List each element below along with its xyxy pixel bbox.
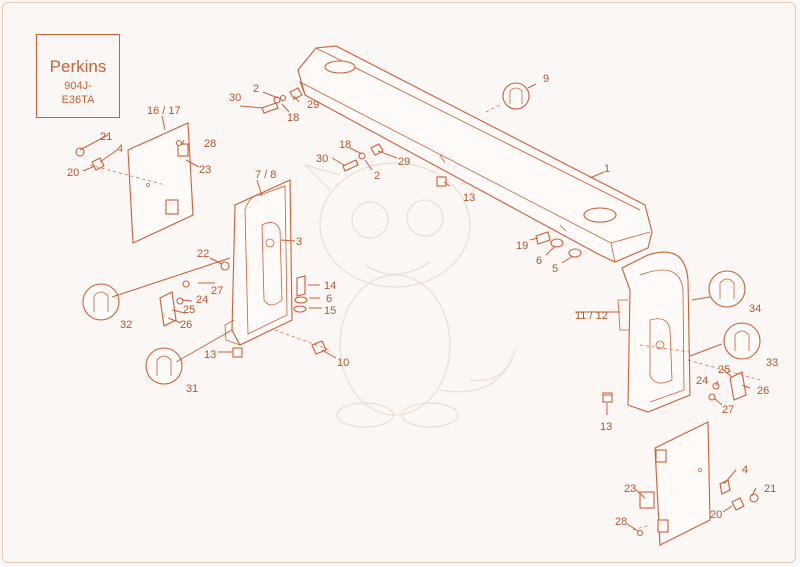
callout-10: 10 xyxy=(337,357,349,369)
engine-model: 904J- E36TA xyxy=(61,80,95,106)
callout-33: 33 xyxy=(766,357,778,369)
fasteners xyxy=(75,87,759,537)
callout-16-17: 16 / 17 xyxy=(147,105,181,117)
callout-26b: 26 xyxy=(757,385,769,397)
callout-23b: 23 xyxy=(624,483,636,495)
callout-23a: 23 xyxy=(199,164,211,176)
callout-30a: 30 xyxy=(229,92,241,104)
callout-29a: 29 xyxy=(307,99,319,111)
callout-18a: 18 xyxy=(287,112,299,124)
callout-20a: 20 xyxy=(67,167,79,179)
watermark-mascot xyxy=(302,159,516,428)
callout-2b: 2 xyxy=(374,170,380,182)
callout-30b: 30 xyxy=(316,153,328,165)
top-frame-part-1 xyxy=(297,45,653,263)
callout-6a: 6 xyxy=(536,255,542,267)
callout-11-12: 11 / 12 xyxy=(575,310,608,322)
seal-profiles xyxy=(82,82,761,385)
leader-lines xyxy=(79,83,761,532)
callout-34: 34 xyxy=(749,303,761,315)
callout-14: 14 xyxy=(324,280,336,292)
callout-26a: 26 xyxy=(180,319,192,331)
callout-5: 5 xyxy=(552,263,558,275)
callout-13a: 13 xyxy=(463,192,475,204)
callout-27b: 27 xyxy=(722,404,734,416)
callout-2a: 2 xyxy=(253,83,259,95)
callout-6b: 6 xyxy=(326,293,332,305)
callout-3: 3 xyxy=(296,236,302,248)
callout-25b: 25 xyxy=(718,364,730,376)
callout-27a: 27 xyxy=(211,285,223,297)
callout-1: 1 xyxy=(604,163,610,175)
callout-13c: 13 xyxy=(600,421,612,433)
callout-28a: 28 xyxy=(204,138,216,150)
right-door xyxy=(639,421,711,546)
callout-20b: 20 xyxy=(710,509,722,521)
callout-7-8: 7 / 8 xyxy=(255,169,276,181)
callout-29b: 29 xyxy=(398,156,410,168)
callout-9: 9 xyxy=(543,73,549,85)
callout-21b: 21 xyxy=(764,483,776,495)
callout-24a: 24 xyxy=(196,294,208,306)
callout-32: 32 xyxy=(120,319,132,331)
callout-15: 15 xyxy=(324,305,336,317)
callout-21a: 21 xyxy=(100,131,112,143)
callout-31: 31 xyxy=(186,383,198,395)
callout-4b: 4 xyxy=(742,464,748,476)
callout-22: 22 xyxy=(197,248,209,260)
left-door-part-16-17 xyxy=(127,122,194,244)
right-side-panel-part-11-12 xyxy=(617,251,691,413)
callout-24b: 24 xyxy=(696,375,708,387)
callout-4a: 4 xyxy=(117,143,123,155)
callout-19: 19 xyxy=(516,240,528,252)
callout-25a: 25 xyxy=(183,304,195,316)
callout-18b: 18 xyxy=(339,139,351,151)
left-side-panel-part-7-8 xyxy=(224,179,293,346)
engine-label-box: Perkins 904J- E36TA xyxy=(36,34,120,118)
callout-28b: 28 xyxy=(615,516,627,528)
callout-labels: 1 9 7 / 8 3 16 / 17 30 2 18 29 18 30 29 … xyxy=(67,73,778,528)
callout-13b: 13 xyxy=(204,349,216,361)
engine-brand: Perkins xyxy=(49,57,107,76)
